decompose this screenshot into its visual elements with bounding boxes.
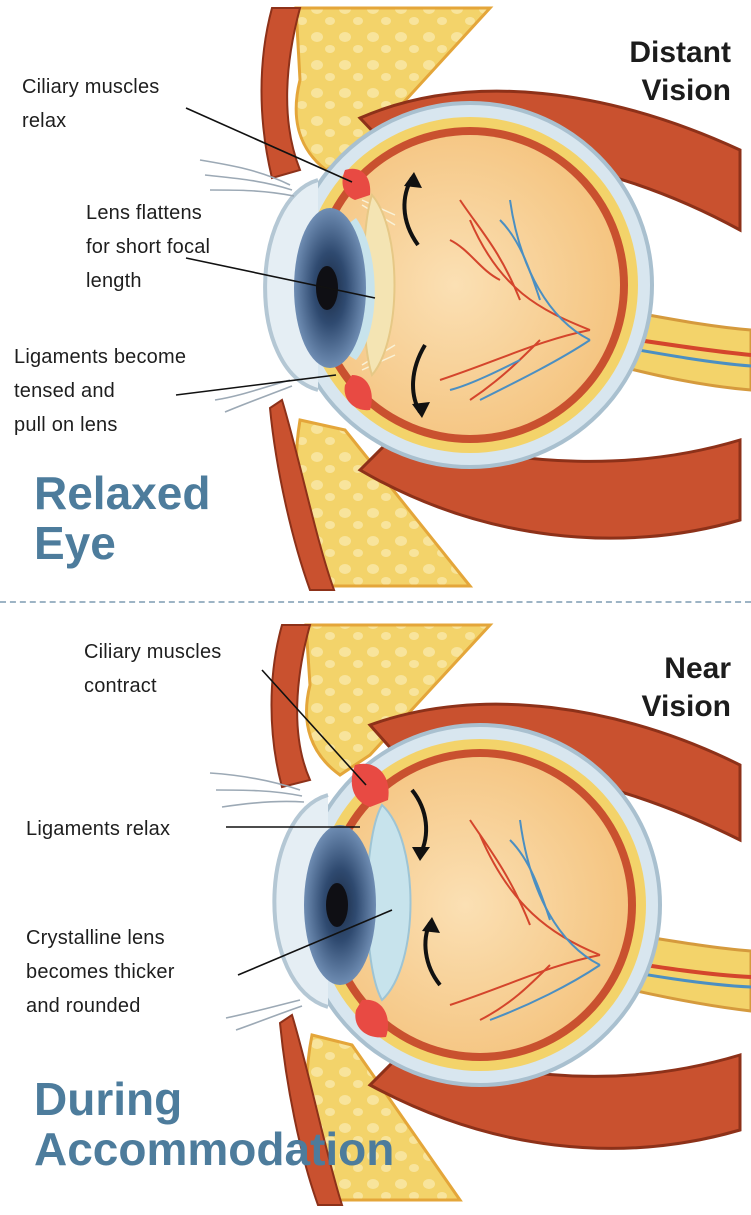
- ciliary-muscle-bottom: [355, 999, 389, 1038]
- label-ciliary-muscles-contract: Ciliary muscles contract: [84, 641, 222, 697]
- panel-divider: [0, 601, 751, 603]
- relaxed-eye-panel: Ciliary muscles relax Lens flattens for …: [0, 0, 751, 600]
- retinal-vessels-red: [439, 199, 591, 401]
- ciliary-muscle-top: [351, 763, 389, 807]
- distant-vision-heading: Distant Vision: [629, 36, 731, 107]
- accommodation-panel: Ciliary muscles contract Ligaments relax…: [0, 615, 751, 1215]
- label-lens-flattens: Lens flattens for short focal length: [86, 202, 211, 292]
- label-ciliary-muscles-relax: Ciliary muscles relax: [22, 76, 160, 132]
- leader-lines: [226, 669, 393, 976]
- upper-orbit-bone: [260, 6, 494, 180]
- near-vision-heading: Near Vision: [641, 652, 731, 723]
- leader-lines: [175, 107, 376, 396]
- during-accommodation-title: During Accommodation: [34, 1073, 395, 1175]
- lower-orbit-bone: [268, 398, 474, 591]
- ciliary-muscle-top: [342, 168, 371, 200]
- label-lens-thicker: Crystalline lens becomes thicker and rou…: [26, 927, 175, 1017]
- retinal-vessels-red: [449, 819, 601, 1021]
- eyelashes: [199, 159, 295, 413]
- retinal-vessels-blue: [449, 199, 591, 401]
- eyelashes: [209, 772, 305, 1031]
- relaxed-eye-illustration: [175, 6, 751, 591]
- eyeball: [209, 723, 662, 1087]
- label-ligaments-tensed: Ligaments become tensed and pull on lens: [14, 346, 187, 436]
- upper-orbit-bone: [270, 623, 494, 789]
- accommodating-eye-illustration: [209, 623, 751, 1206]
- ciliary-muscle-bottom: [344, 375, 372, 411]
- eyeball: [199, 101, 654, 469]
- label-ligaments-relax: Ligaments relax: [26, 818, 171, 840]
- relaxed-eye-title: Relaxed Eye: [34, 467, 211, 569]
- lower-orbit-bone: [278, 1013, 463, 1206]
- retinal-vessels-blue: [489, 819, 601, 1021]
- pupil: [326, 883, 348, 927]
